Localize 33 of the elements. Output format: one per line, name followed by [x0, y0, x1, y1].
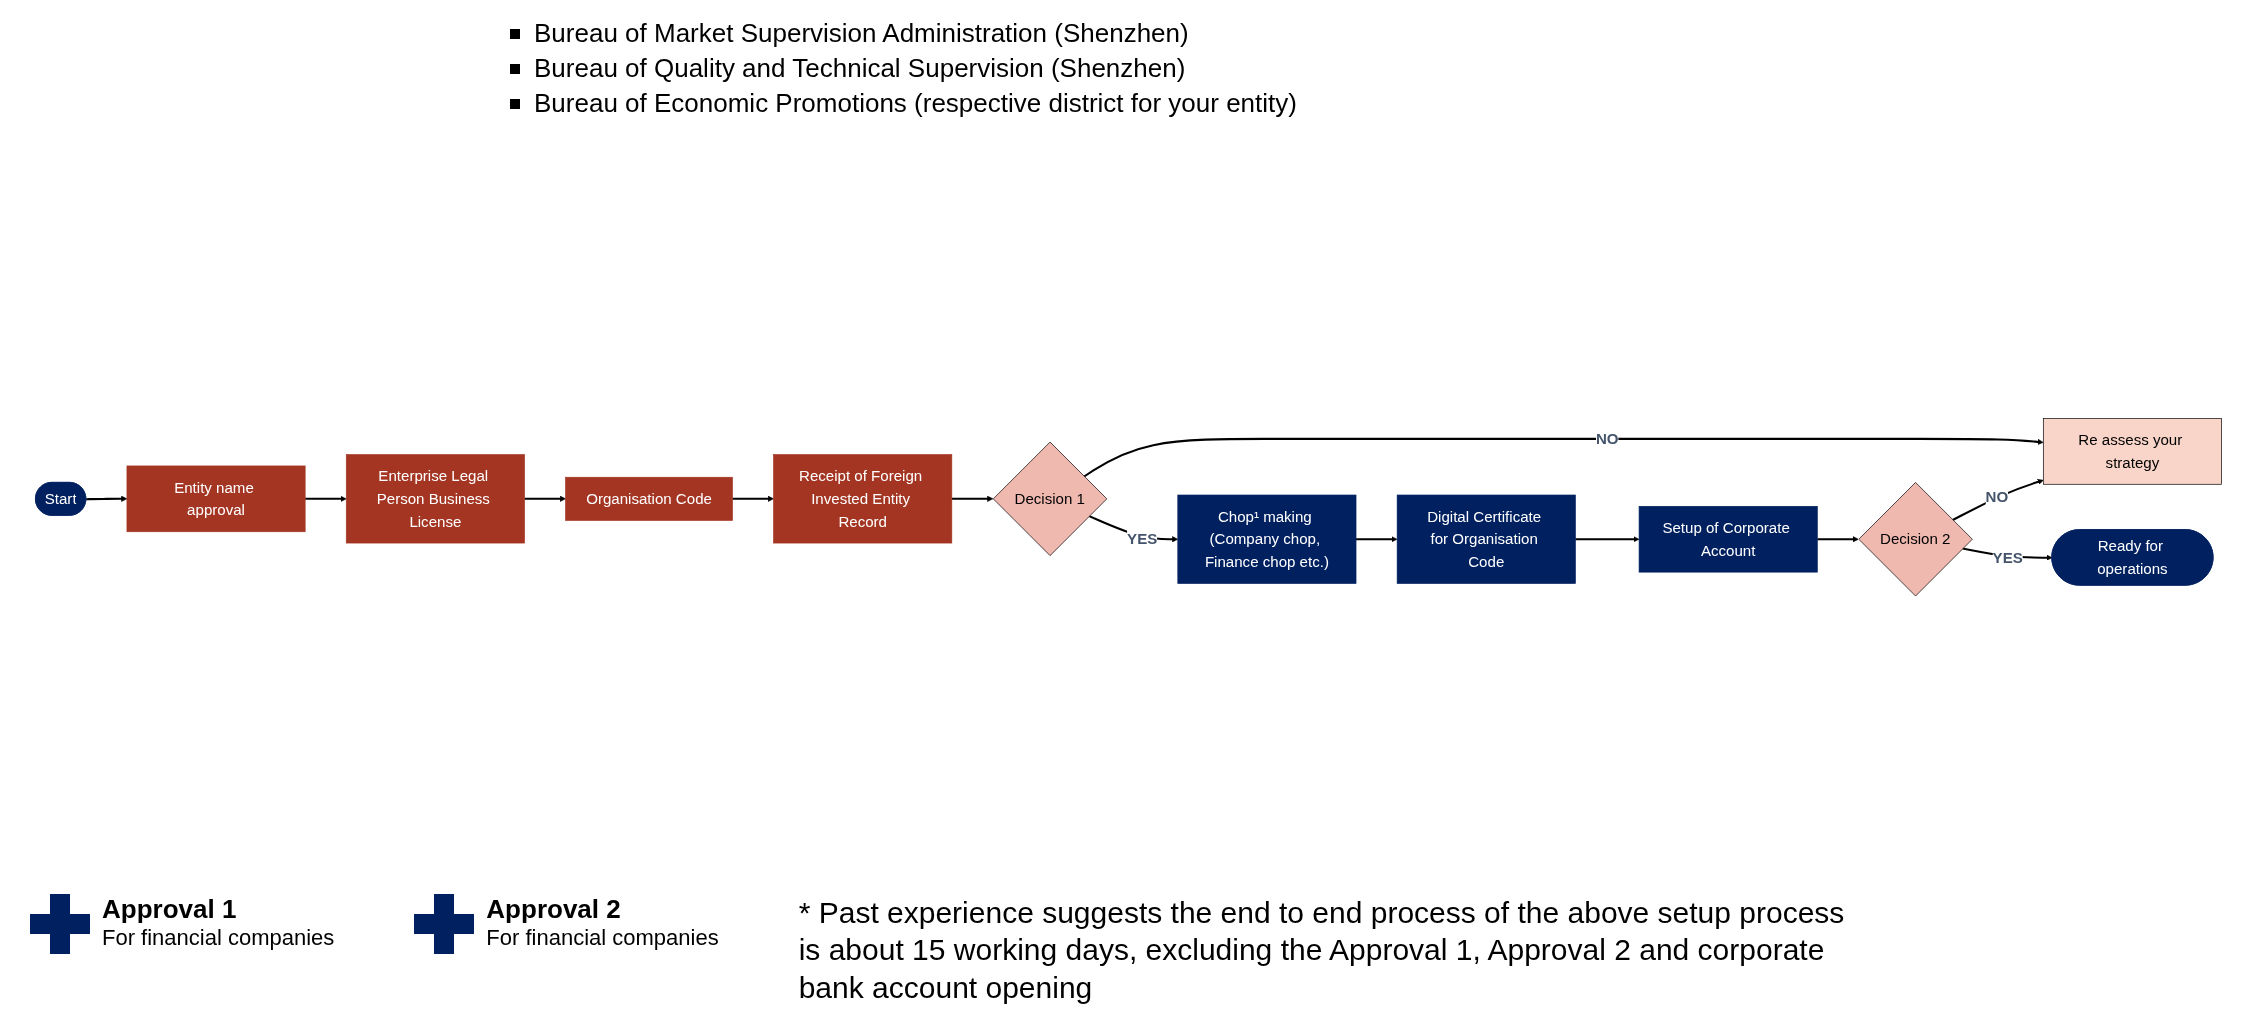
- node-box: [565, 476, 733, 521]
- edge-label: YES: [1992, 548, 2023, 566]
- arrow: [86, 495, 128, 502]
- node-box: [1638, 506, 1818, 573]
- node-box: [126, 465, 306, 533]
- node-box: [2042, 418, 2222, 485]
- arrow: [951, 495, 994, 502]
- approval-note: For financial companies: [102, 924, 335, 951]
- bullet-item: Bureau of Economic Promotions (respective district for your entity): [534, 88, 1297, 119]
- footnote: * Past experience suggests the end to end process of the above setup process is about 15 working days, excluding the Approval 1, Approval 2 and corporate bank account opening: [798, 894, 1846, 1006]
- node-box: [1177, 494, 1357, 584]
- arrow: [1356, 536, 1398, 543]
- arrow: [305, 495, 347, 502]
- arrow: [1575, 536, 1640, 543]
- approval-title: Approval 2: [486, 893, 622, 925]
- arrow: [524, 495, 566, 502]
- node-diamond: [992, 441, 1108, 556]
- approval-note: For financial companies: [486, 924, 719, 951]
- approval-title: Approval 1: [102, 893, 238, 925]
- arrow: [1952, 479, 2044, 521]
- bullet-item: Bureau of Market Supervision Administration (Shenzhen): [534, 18, 1189, 49]
- flowchart-drawing: NO YES NO YES Start Entity name approval Enterprise Legal Person Business License Organisation Code Receipt of Foreign Invested Entity Record Decision 1 Re assess your strategy Chop¹ making (Company chop, Finance chop etc.) Digital Certificate for Organisation Code Setup of Corporate Account Decision 2 Ready for operations: [30, 121, 2227, 894]
- bullet-item: Bureau of Quality and Technical Supervision (Shenzhen): [534, 53, 1186, 84]
- edge-label: NO: [1985, 488, 2009, 506]
- node-box: [773, 454, 953, 544]
- arrow: [1083, 437, 2044, 478]
- arrow: [732, 495, 774, 502]
- edge-label: YES: [1127, 530, 1158, 548]
- node-box: [345, 454, 525, 544]
- node-diamond: [1858, 482, 1973, 597]
- edge-label: NO: [1595, 430, 1619, 448]
- node-box: [1396, 494, 1576, 584]
- arrow: [1817, 536, 1859, 543]
